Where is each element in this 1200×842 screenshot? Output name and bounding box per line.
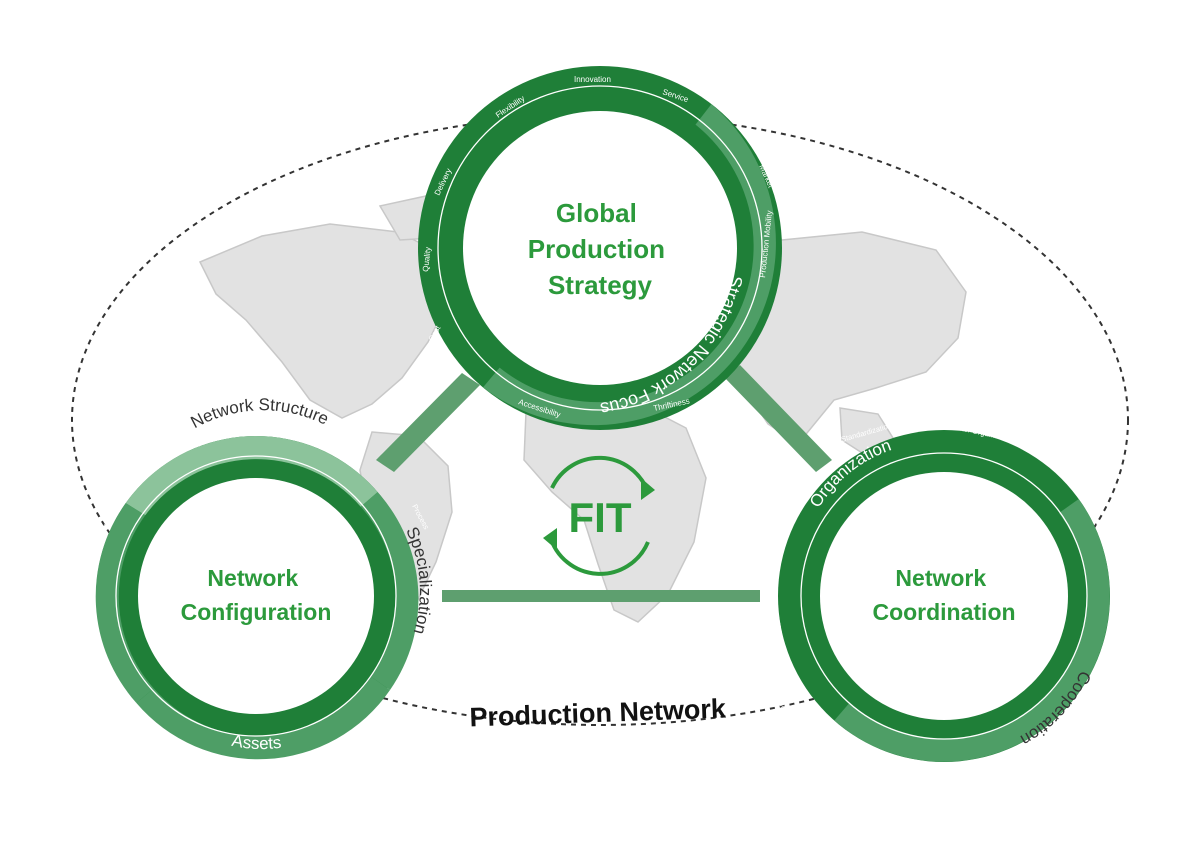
strategy-title-line-3: Strategy: [548, 270, 653, 300]
configuration-ring-segment-specialization: [360, 492, 419, 690]
fit-label: FIT: [569, 494, 632, 541]
fit-cycle-arc-upper: [550, 455, 650, 493]
global-production-strategy-circle: Strategic Production Focus Strategic Net…: [418, 36, 782, 430]
fit-cycle-arc-lower: [548, 535, 650, 576]
coordination-sub-resource-exchange: Resource Exchange: [955, 760, 1023, 778]
strategy-inner-disc: [463, 111, 737, 385]
coordination-inner-disc: [820, 472, 1068, 720]
strategy-ring-segment-network-focus: [483, 104, 776, 426]
production-network-label: Production Network: [469, 694, 727, 733]
configuration-ring-divider: [115, 455, 397, 737]
strategy-title-line-2: Production: [528, 234, 665, 264]
configuration-segment-label-assets: Assets: [230, 731, 282, 753]
fit-cycle-arrowhead-left: [543, 528, 557, 550]
strategy-sub-quality: Quality: [421, 246, 433, 272]
network-configuration-circle: Network Structure Specialization Assets …: [60, 395, 435, 765]
configuration-sub-site: Site: [418, 648, 430, 663]
configuration-title-line-2: Configuration: [181, 599, 332, 625]
coordination-title: Network Coordination: [872, 565, 1015, 625]
strategy-ring-divider: [437, 85, 763, 411]
network-coordination-circle: Organization Cooperation Standardization…: [767, 421, 1118, 778]
configuration-ring-segment-assets: [136, 676, 390, 760]
coordination-title-line-2: Coordination: [872, 599, 1015, 625]
coordination-title-line-1: Network: [895, 565, 986, 591]
coordination-ring-segment-cooperation: [834, 499, 1110, 762]
production-network-boundary: [71, 114, 1129, 726]
coordination-ring-divider: [800, 452, 1088, 740]
configuration-ring-segment-supply-chain: [95, 503, 154, 703]
configuration-title-line-1: Network: [207, 565, 298, 591]
configuration-sub-sourcing: Sourcing: [91, 681, 114, 711]
connector-strategy-configuration: [376, 373, 480, 472]
strategy-title: Global Production Strategy: [528, 198, 672, 300]
connector-strategy-coordination: [724, 365, 832, 472]
fit-cycle-arrowhead-right: [641, 478, 655, 500]
strategy-sub-innovation: Innovation: [574, 75, 611, 84]
fit-cycle: FIT: [543, 455, 655, 576]
north-america-shape: [198, 223, 449, 419]
configuration-inner-disc: [138, 478, 374, 714]
configuration-sub-distribution: Distribution: [89, 612, 99, 650]
connector-configuration-coordination: [442, 590, 760, 602]
configuration-ring-segment-structure: [125, 436, 378, 516]
strategy-title-line-1: Global: [556, 198, 637, 228]
configuration-title: Network Configuration: [181, 565, 332, 625]
connectors: [376, 365, 832, 602]
